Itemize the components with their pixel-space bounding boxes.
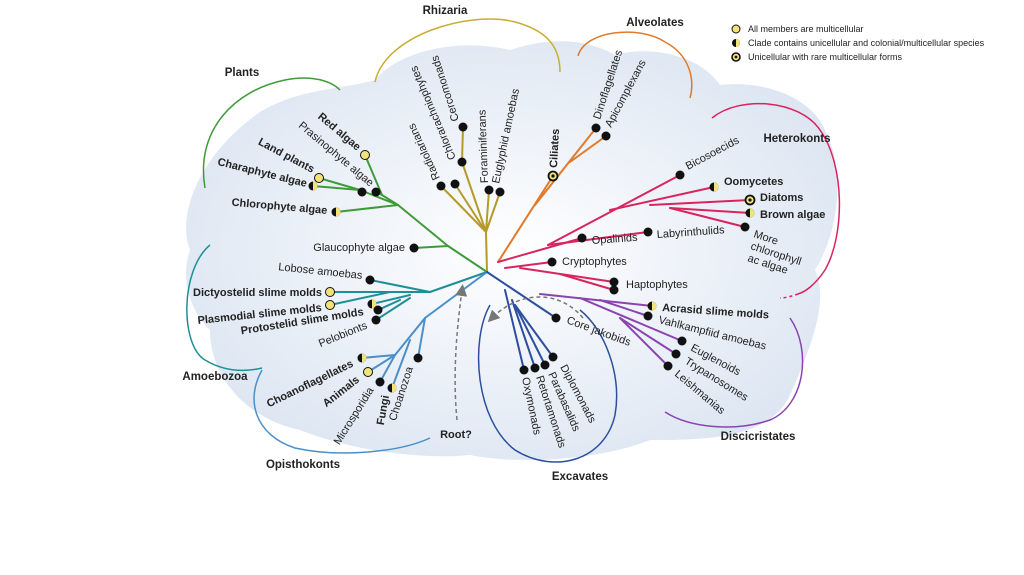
label-dictyostelid: Dictyostelid slime molds: [193, 287, 322, 299]
excavates-branches: [486, 271, 557, 371]
node-prasinophyte-2: [357, 187, 367, 197]
node-apicomplexans: [601, 131, 611, 141]
node-vahlkampfiid: [643, 311, 653, 321]
excavates-arc: [477, 304, 618, 463]
node-euglyphid: [495, 187, 505, 197]
group-excavates: Excavates: [552, 471, 608, 483]
group-rhizaria: Rhizaria: [423, 5, 468, 17]
group-discicristates: Discicristates: [721, 431, 796, 443]
node-leishmanias: [663, 361, 673, 371]
alveolates-branches: [497, 127, 607, 263]
heterokonts-arc-dashed: [779, 293, 799, 299]
group-amoebozoa: Amoebozoa: [182, 371, 248, 383]
node-retortamonads: [530, 363, 540, 373]
node-opalinids: [577, 233, 587, 243]
label-foraminiferans: Foraminiferans: [476, 109, 491, 183]
label-ciliates: Ciliates: [548, 128, 562, 168]
heterokonts-arc: [711, 102, 841, 295]
node-bicosoecids: [675, 170, 685, 180]
group-heterokonts: Heterokonts: [763, 133, 830, 145]
node-animals: [363, 367, 373, 377]
plants-branches: [312, 154, 488, 273]
label-fungi: Fungi: [375, 394, 392, 426]
rhizaria-branches: [440, 126, 501, 273]
root-arrow-right: [487, 296, 584, 323]
node-pelobionts: [371, 315, 381, 325]
label-cryptophytes: Cryptophytes: [562, 256, 627, 268]
node-labyrinthulids: [643, 227, 653, 237]
legend-all-multicellular: All members are multicellular: [748, 24, 864, 34]
label-opalinids: Opalinids: [591, 232, 638, 247]
node-trypanosomes: [671, 349, 681, 359]
node-dinoflagellates: [591, 123, 601, 133]
node-cryptophytes: [547, 257, 557, 267]
node-choanozoa: [413, 353, 423, 363]
root-arrow-left: [454, 284, 468, 421]
node-microsporidia: [375, 377, 385, 387]
node-more-chlorophyll: [740, 222, 750, 232]
node-dictyostelid: [325, 287, 335, 297]
label-haptophytes: Haptophytes: [626, 279, 688, 291]
node-plasmodial: [325, 300, 335, 310]
amoebozoa-arc: [186, 244, 263, 372]
node-protostelid-2: [373, 305, 383, 315]
legend: All members are multicellular Clade cont…: [731, 24, 985, 62]
opisthokonts-arc: [253, 369, 431, 454]
nodes: [308, 122, 756, 393]
node-core-jakobids: [551, 313, 561, 323]
node-cercomonads: [458, 122, 468, 132]
node-parabasalids: [540, 360, 550, 370]
group-opisthokonts: Opisthokonts: [266, 459, 340, 471]
node-oxymonads: [519, 365, 529, 375]
node-red-algae: [360, 150, 370, 160]
node-foraminiferans: [484, 185, 494, 195]
discicristates-arc: [664, 317, 804, 428]
node-prasinophyte: [371, 187, 381, 197]
node-haptophytes-2: [609, 285, 619, 295]
plants-arc: [202, 77, 341, 189]
label-oomycetes: Oomycetes: [724, 176, 783, 188]
node-lobose: [365, 275, 375, 285]
node-diplomonads: [548, 352, 558, 362]
label-brown-algae: Brown algae: [760, 209, 825, 221]
legend-icon-all: [731, 24, 741, 34]
node-radiolarians-2: [450, 179, 460, 189]
node-land-plants: [314, 173, 324, 183]
heterokonts-branches: [497, 174, 751, 291]
label-diatoms: Diatoms: [760, 192, 803, 204]
discicristates-branches: [539, 293, 683, 367]
label-labyrinthulids: Labyrinthulids: [656, 224, 725, 241]
legend-mixed-clade: Clade contains unicellular and colonial/…: [748, 38, 985, 48]
rhizaria-arc: [374, 18, 561, 83]
group-plants: Plants: [225, 67, 260, 79]
node-euglenoids: [677, 336, 687, 346]
node-glaucophyte: [409, 243, 419, 253]
legend-rare-multicellular: Unicellular with rare multicellular form…: [748, 52, 903, 62]
node-radiolarians: [436, 181, 446, 191]
node-chlorarachniophytes: [457, 157, 467, 167]
alveolates-arc: [577, 31, 693, 99]
label-root: Root?: [440, 429, 472, 441]
group-alveolates: Alveolates: [626, 17, 684, 29]
node-haptophytes: [609, 277, 619, 287]
label-glaucophyte: Glaucophyte algae: [313, 242, 405, 254]
